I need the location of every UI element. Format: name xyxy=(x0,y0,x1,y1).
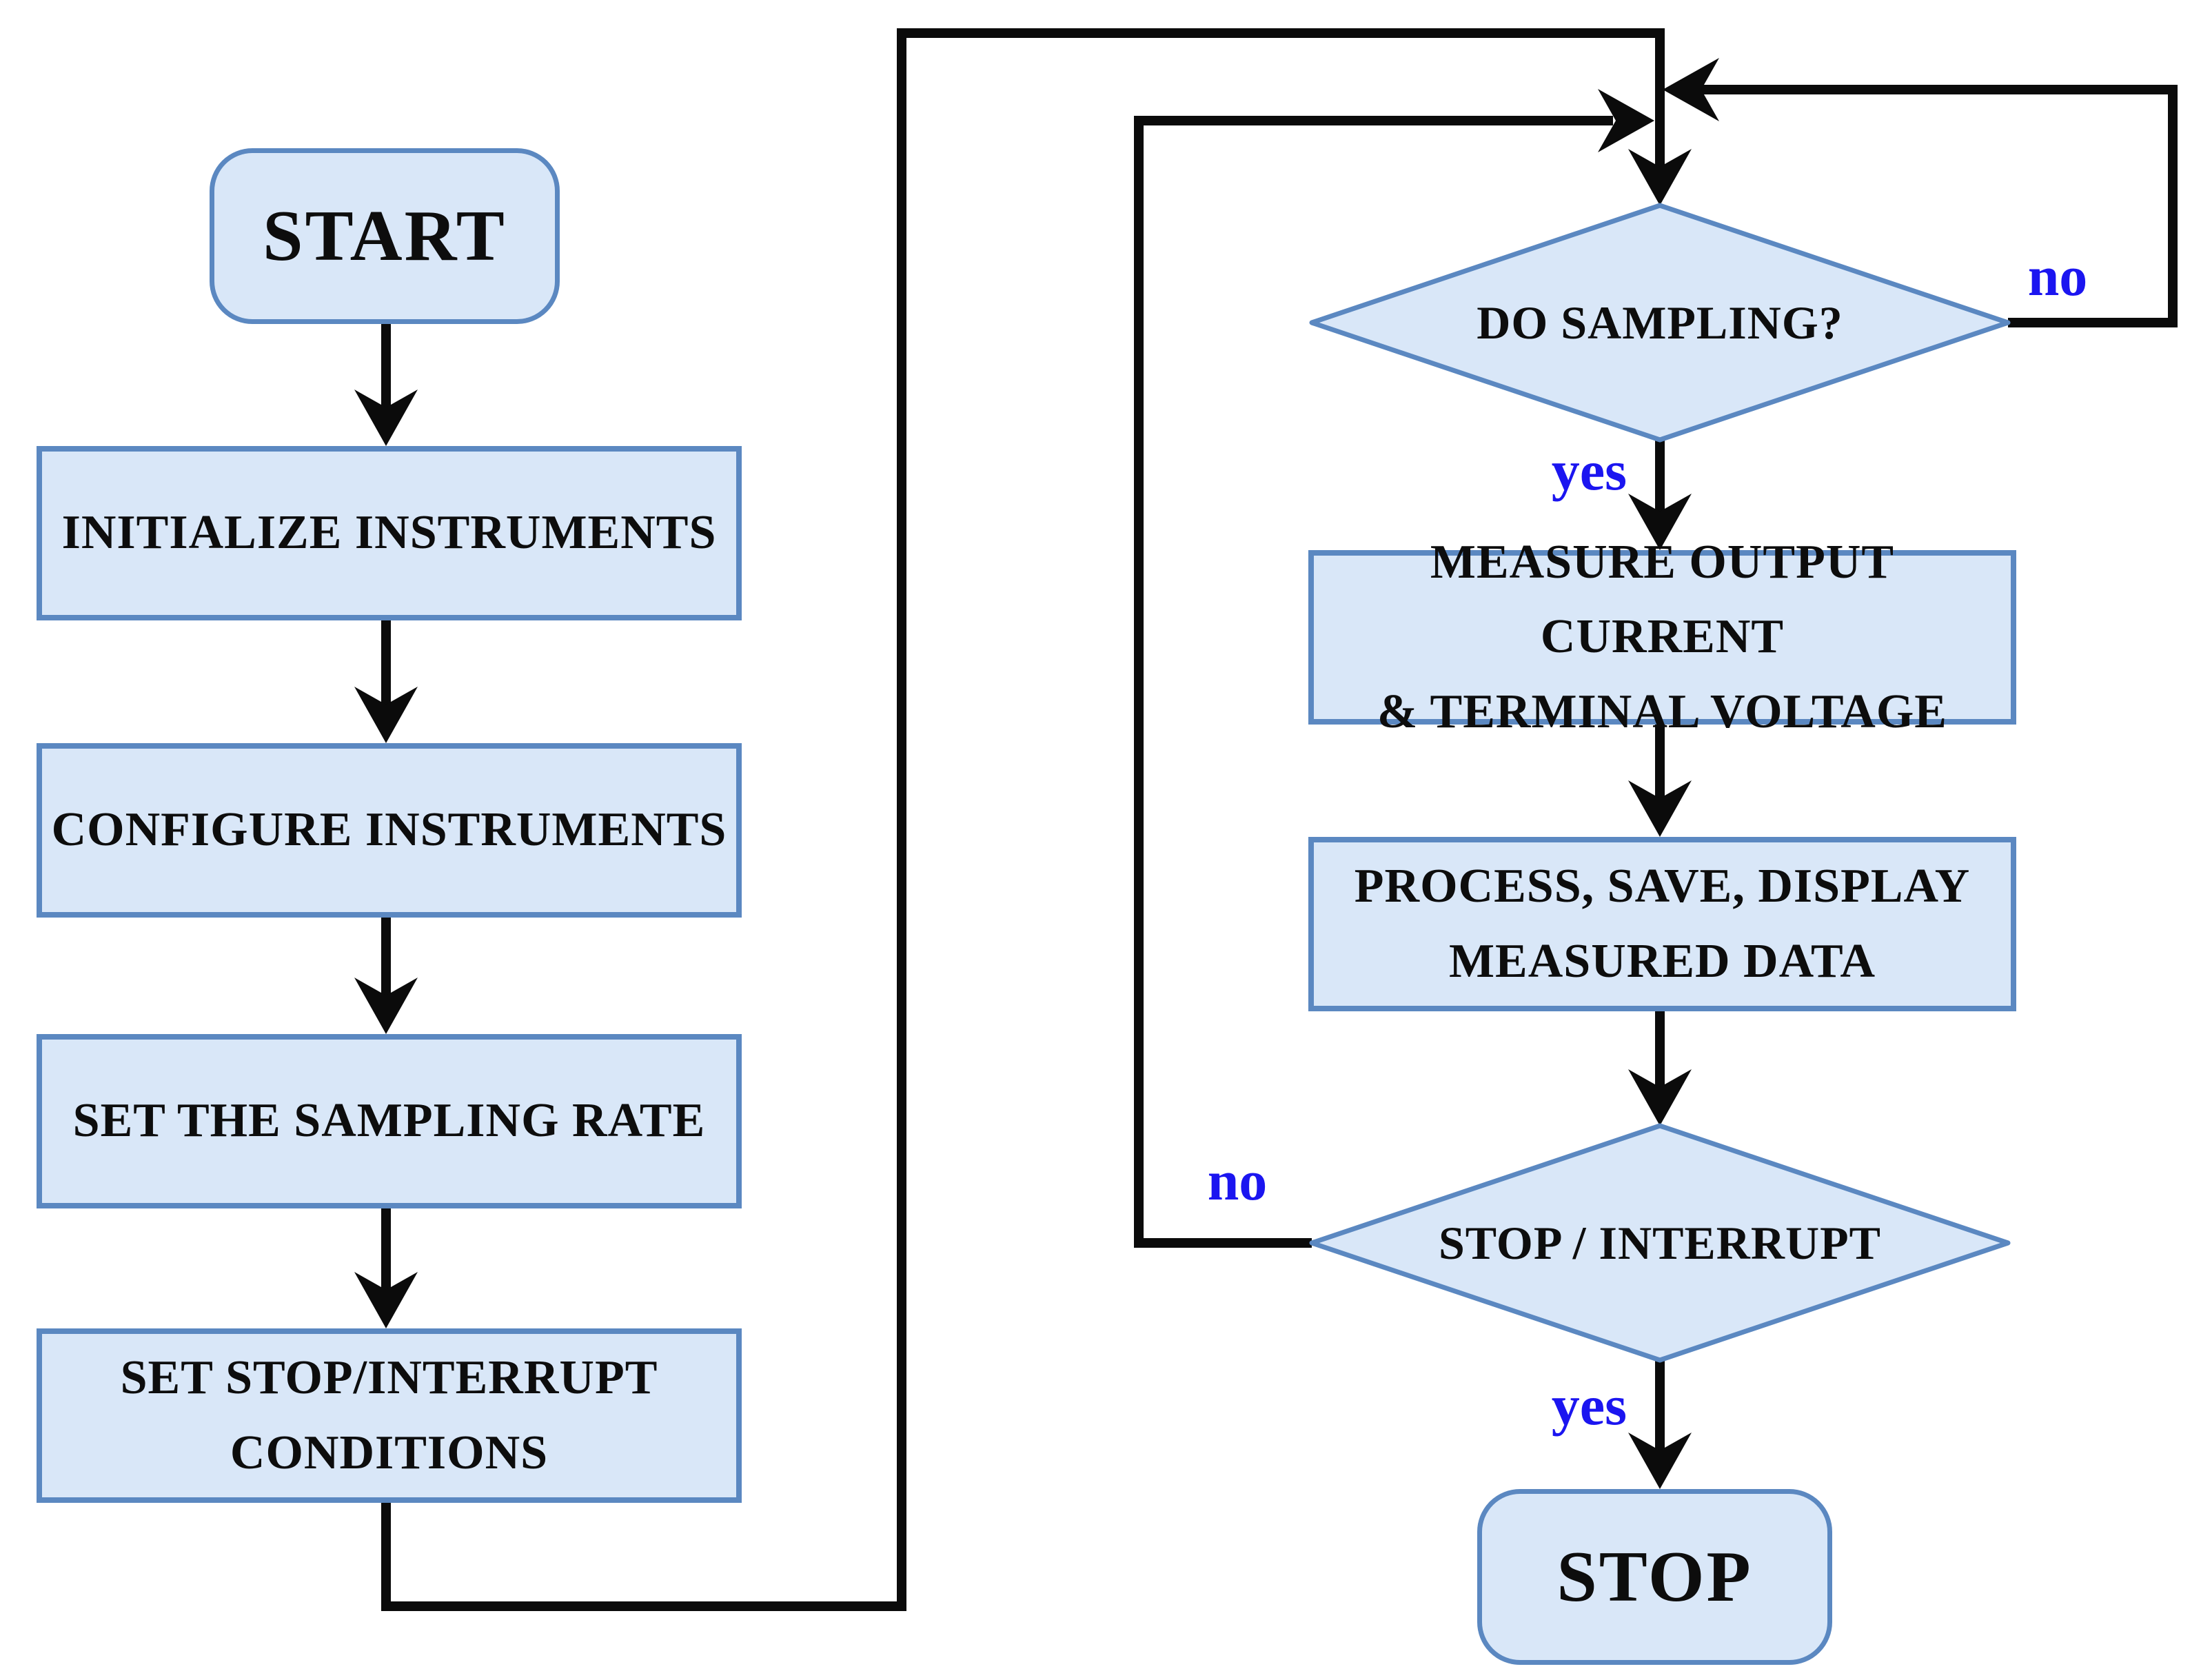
branch-label-stop-interrupt-yes: yes xyxy=(1551,1374,1627,1437)
arrowhead-down-rate xyxy=(354,978,418,1034)
arrowhead-down-configure xyxy=(354,687,418,743)
node-initialize-instruments: INITIALIZE INSTRUMENTS xyxy=(37,446,742,620)
node-measure-output: MEASURE OUTPUT CURRENT & TERMINAL VOLTAG… xyxy=(1308,536,2016,738)
branch-label-stop-interrupt-no: no xyxy=(1207,1149,1268,1212)
arrowhead-down-stop xyxy=(1628,1433,1692,1489)
node-configure-instruments: CONFIGURE INSTRUMENTS xyxy=(37,743,742,918)
node-stop: STOP xyxy=(1477,1489,1832,1665)
arrowhead-down-stopconditions xyxy=(354,1272,418,1328)
label-do-sampling: DO SAMPLING? xyxy=(1477,296,1843,349)
branch-label-do-sampling-no: no xyxy=(2027,245,2088,307)
decision-do-sampling xyxy=(1309,203,2011,443)
node-start: START xyxy=(210,148,560,324)
node-process-save-display: PROCESS, SAVE, DISPLAY MEASURED DATA xyxy=(1308,837,2016,1011)
branch-label-do-sampling-yes: yes xyxy=(1551,439,1627,502)
label-stop-interrupt: STOP / INTERRUPT xyxy=(1438,1216,1881,1269)
arrowhead-down-measure xyxy=(1628,494,1692,550)
edge-stopinterrupt-no-loop xyxy=(1134,116,1613,1248)
arrowhead-down-initialize xyxy=(354,389,418,446)
node-set-sampling-rate: SET THE SAMPLING RATE xyxy=(37,1034,742,1208)
decision-stop-interrupt xyxy=(1309,1123,2011,1363)
arrowhead-left-dosampling-entry xyxy=(1663,58,1719,121)
arrowhead-down-process xyxy=(1628,780,1692,837)
edge-stopconditions-dosampling-loop xyxy=(381,28,1665,1611)
arrowhead-down-dosampling xyxy=(1628,149,1692,205)
node-set-stop-interrupt-conditions: SET STOP/INTERRUPT CONDITIONS xyxy=(37,1328,742,1503)
edge-dosampling-no-loop xyxy=(1701,85,2178,327)
arrowhead-down-stopinterrupt xyxy=(1628,1069,1692,1126)
arrowhead-right-dosampling-entry xyxy=(1598,89,1654,152)
